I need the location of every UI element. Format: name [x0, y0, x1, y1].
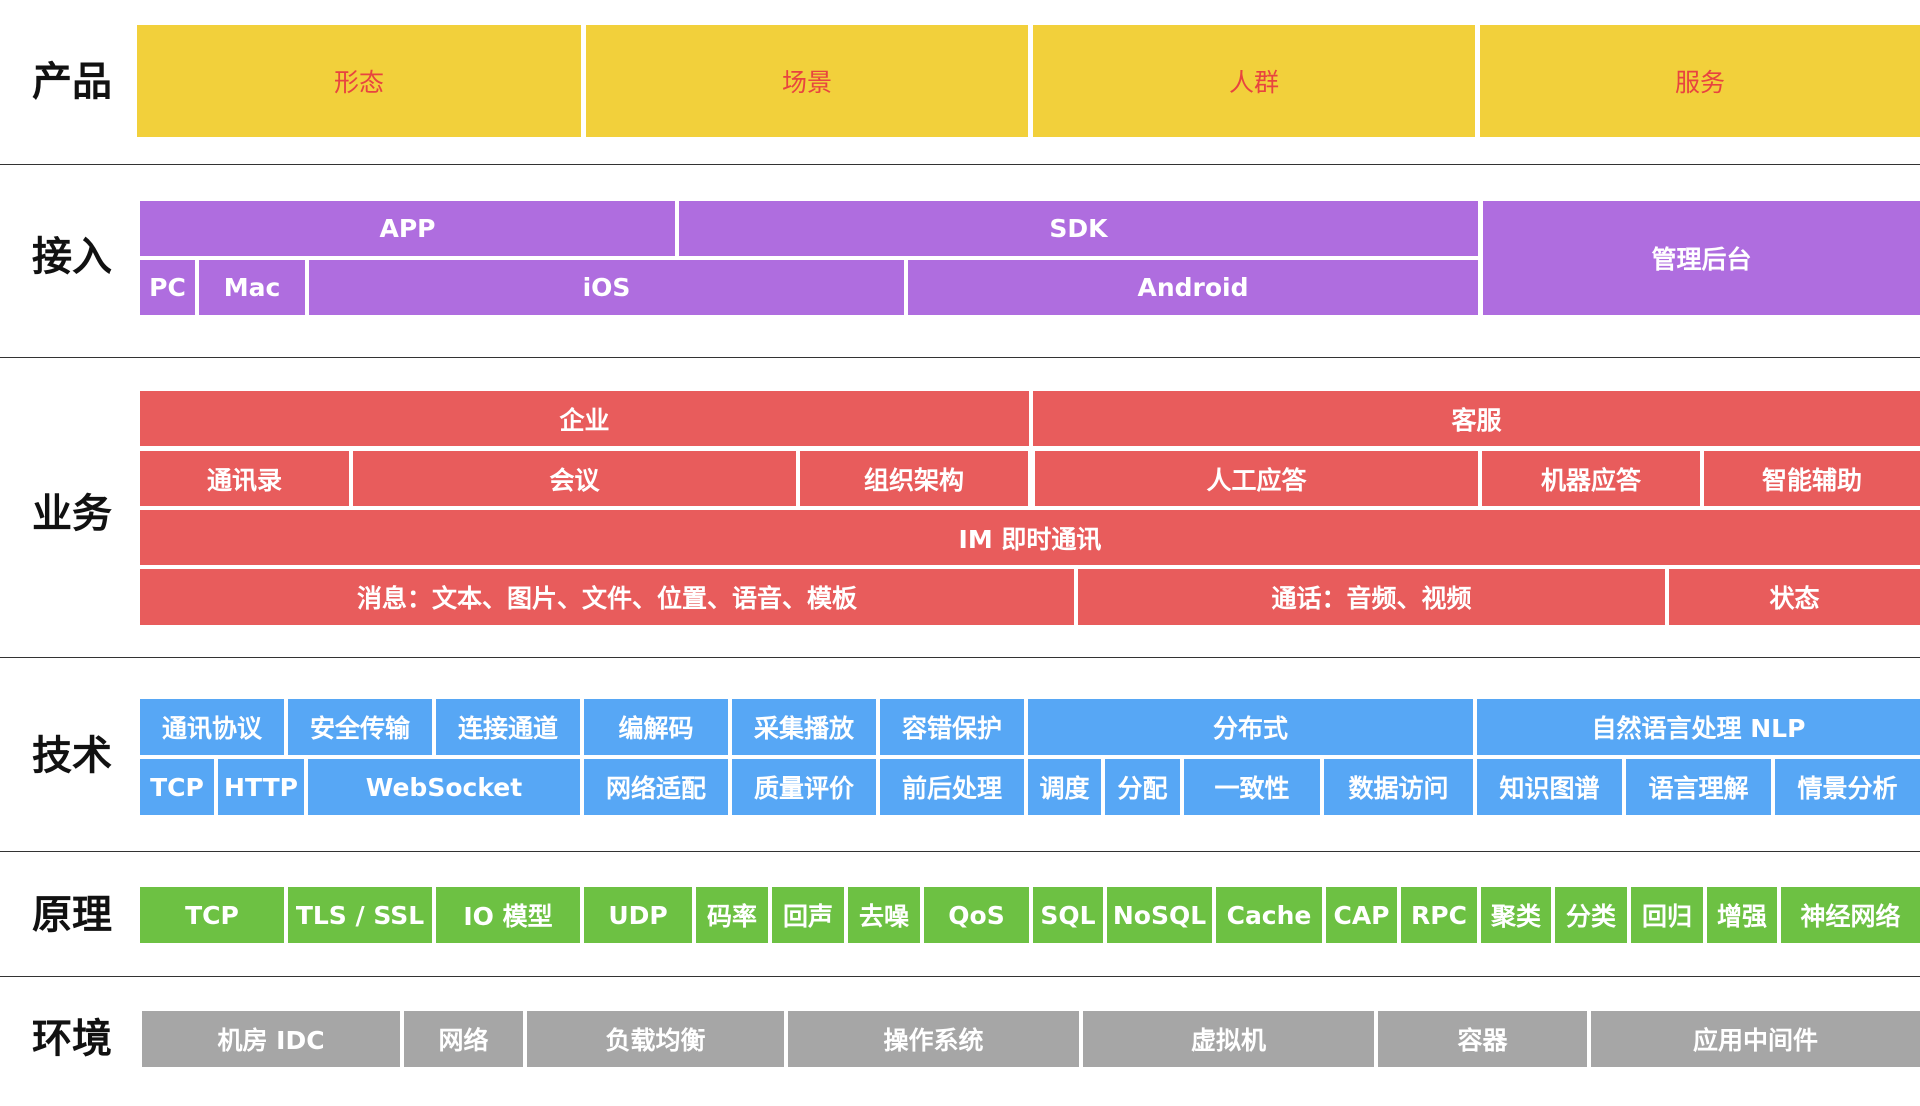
- business-customer-service: 客服: [1033, 391, 1920, 446]
- business-machine-reply: 机器应答: [1482, 451, 1700, 506]
- principle-cache: Cache: [1216, 887, 1322, 943]
- access-app: APP: [140, 201, 675, 256]
- product-service: 服务: [1480, 25, 1920, 137]
- tech-knowledge-graph: 知识图谱: [1477, 759, 1622, 815]
- principle-reinforcement: 增强: [1707, 887, 1777, 943]
- tech-pre-post-process: 前后处理: [880, 759, 1024, 815]
- access-android: Android: [908, 260, 1478, 315]
- tech-data-access: 数据访问: [1324, 759, 1473, 815]
- business-status: 状态: [1669, 569, 1920, 625]
- row-label-env: 环境: [32, 1016, 112, 1062]
- tech-secure-transfer: 安全传输: [288, 699, 432, 755]
- principle-denoise: 去噪: [848, 887, 920, 943]
- divider: [0, 851, 1920, 852]
- principle-sql: SQL: [1033, 887, 1103, 943]
- tech-tcp: TCP: [140, 759, 214, 815]
- env-os: 操作系统: [788, 1011, 1079, 1067]
- tech-context-analysis: 情景分析: [1775, 759, 1920, 815]
- business-org: 组织架构: [800, 451, 1028, 506]
- business-contacts: 通讯录: [140, 451, 349, 506]
- principle-tcp: TCP: [140, 887, 284, 943]
- business-smart-assist: 智能辅助: [1704, 451, 1920, 506]
- tech-consistency: 一致性: [1184, 759, 1320, 815]
- tech-language-understanding: 语言理解: [1626, 759, 1771, 815]
- access-ios: iOS: [309, 260, 904, 315]
- principle-qos: QoS: [924, 887, 1029, 943]
- principle-nosql: NoSQL: [1107, 887, 1212, 943]
- product-audience: 人群: [1033, 25, 1475, 137]
- business-human-reply: 人工应答: [1035, 451, 1478, 506]
- divider: [0, 357, 1920, 358]
- env-container: 容器: [1378, 1011, 1587, 1067]
- tech-websocket: WebSocket: [308, 759, 580, 815]
- principle-tls-ssl: TLS / SSL: [288, 887, 432, 943]
- principle-cap: CAP: [1326, 887, 1397, 943]
- row-label-access: 接入: [32, 234, 112, 280]
- row-label-business: 业务: [32, 491, 112, 537]
- env-idc: 机房 IDC: [142, 1011, 400, 1067]
- divider: [0, 164, 1920, 165]
- access-sdk: SDK: [679, 201, 1478, 256]
- principle-bitrate: 码率: [696, 887, 768, 943]
- tech-codec: 编解码: [584, 699, 728, 755]
- business-call: 通话：音频、视频: [1078, 569, 1665, 625]
- access-admin: 管理后台: [1483, 201, 1920, 315]
- business-im: IM 即时通讯: [140, 510, 1920, 565]
- tech-capture-playback: 采集播放: [732, 699, 876, 755]
- principle-rpc: RPC: [1401, 887, 1477, 943]
- tech-scheduling: 调度: [1028, 759, 1101, 815]
- env-network: 网络: [404, 1011, 523, 1067]
- principle-clustering: 聚类: [1481, 887, 1551, 943]
- tech-http: HTTP: [218, 759, 304, 815]
- tech-distributed: 分布式: [1028, 699, 1473, 755]
- row-label-tech: 技术: [32, 733, 112, 779]
- divider: [0, 976, 1920, 977]
- product-form: 形态: [137, 25, 581, 137]
- tech-protocol: 通讯协议: [140, 699, 284, 755]
- divider: [0, 657, 1920, 658]
- principle-io-model: IO 模型: [436, 887, 580, 943]
- tech-nlp: 自然语言处理 NLP: [1477, 699, 1920, 755]
- env-vm: 虚拟机: [1083, 1011, 1374, 1067]
- tech-network-adapt: 网络适配: [584, 759, 728, 815]
- env-load-balancing: 负载均衡: [527, 1011, 784, 1067]
- business-message: 消息：文本、图片、文件、位置、语音、模板: [140, 569, 1074, 625]
- row-label-principle: 原理: [32, 892, 112, 938]
- tech-allocation: 分配: [1105, 759, 1180, 815]
- tech-quality-eval: 质量评价: [732, 759, 876, 815]
- principle-regression: 回归: [1631, 887, 1703, 943]
- access-pc: PC: [140, 260, 195, 315]
- principle-echo: 回声: [772, 887, 844, 943]
- access-mac: Mac: [199, 260, 305, 315]
- business-meeting: 会议: [353, 451, 796, 506]
- tech-fault-tolerance: 容错保护: [880, 699, 1024, 755]
- principle-udp: UDP: [584, 887, 692, 943]
- tech-channel: 连接通道: [436, 699, 580, 755]
- principle-classification: 分类: [1555, 887, 1627, 943]
- env-middleware: 应用中间件: [1591, 1011, 1920, 1067]
- product-scene: 场景: [586, 25, 1028, 137]
- row-label-product: 产品: [32, 59, 112, 105]
- principle-neural-network: 神经网络: [1781, 887, 1920, 943]
- business-enterprise: 企业: [140, 391, 1029, 446]
